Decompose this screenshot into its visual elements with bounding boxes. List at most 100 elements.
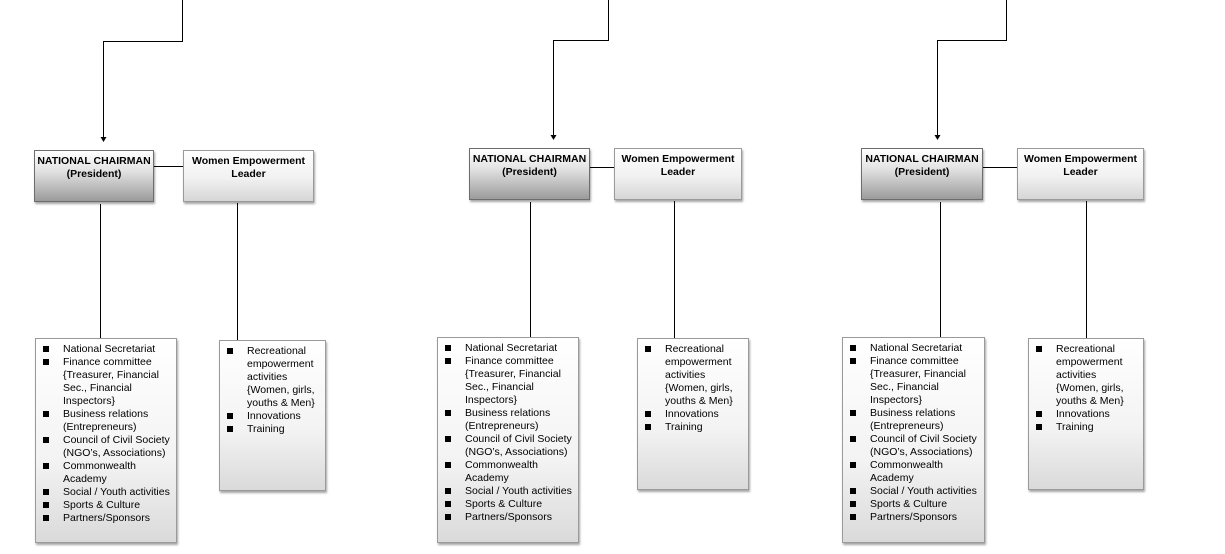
square-bullet-icon [445,358,451,364]
title-line: NATIONAL CHAIRMAN [37,155,151,167]
square-bullet-icon [850,488,856,494]
square-bullet-icon [850,358,856,364]
square-bullet-icon [445,410,451,416]
square-bullet-icon [1036,346,1042,352]
title-line: Women Empowerment [621,153,735,165]
list-item: Innovations [645,408,745,421]
square-bullet-icon [850,462,856,468]
list-item: Sports & Culture [850,498,981,511]
list-item-text: Partners/Sponsors [63,512,150,524]
list-item-text: Sports & Culture [63,499,141,511]
title-line: NATIONAL CHAIRMAN [472,153,587,165]
list-item: Partners/Sponsors [445,511,575,524]
leader-responsibilities-list: Recreational empowerment activities {Wom… [645,343,745,434]
chairman-responsibilities-list: National Secretariat Finance committee {… [445,342,575,524]
list-item: Recreational empowerment activities {Wom… [1036,343,1140,408]
list-item-text: Finance committee {Treasurer, Financial … [63,356,159,407]
leader-responsibilities-box: Recreational empowerment activities {Wom… [219,340,326,491]
list-item: Commonwealth Academy [445,459,575,485]
national-chairman-box: NATIONAL CHAIRMAN (President) [469,148,590,200]
box-title: NATIONAL CHAIRMAN (President) [862,153,982,179]
square-bullet-icon [43,489,49,495]
list-item: Partners/Sponsors [43,512,173,525]
square-bullet-icon [445,436,451,442]
incoming-connector [553,0,609,137]
list-item-text: Business relations (Entrepreneurs) [465,407,551,432]
square-bullet-icon [445,462,451,468]
square-bullet-icon [645,411,651,417]
box-title: Women Empowerment Leader [615,153,741,179]
leader-responsibilities-list: Recreational empowerment activities {Wom… [1036,343,1140,434]
list-item: Sports & Culture [445,498,575,511]
square-bullet-icon [43,502,49,508]
square-bullet-icon [227,426,233,432]
list-item-text: Council of Civil Society (NGO’s, Associa… [870,433,977,458]
list-item: Training [227,423,322,436]
women-empowerment-leader-box: Women Empowerment Leader [183,150,314,202]
list-item: Social / Youth activities [850,485,981,498]
square-bullet-icon [445,488,451,494]
list-item: Partners/Sponsors [850,511,981,524]
list-item: Council of Civil Society (NGO’s, Associa… [850,433,981,459]
chairman-responsibilities-list: National Secretariat Finance committee {… [43,343,173,525]
chairman-responsibilities-list: National Secretariat Finance committee {… [850,342,981,524]
square-bullet-icon [850,345,856,351]
list-item: Commonwealth Academy [850,459,981,485]
list-item-text: Partners/Sponsors [465,511,552,523]
list-item-text: National Secretariat [870,342,963,354]
box-title: Women Empowerment Leader [184,155,313,181]
list-item: Recreational empowerment activities {Wom… [645,343,745,408]
list-item: Recreational empowerment activities {Wom… [227,345,322,410]
list-item-text: Business relations (Entrepreneurs) [63,408,149,433]
list-item: Social / Youth activities [445,485,575,498]
list-item-text: Social / Youth activities [465,485,572,497]
list-item-text: Council of Civil Society (NGO’s, Associa… [465,433,572,458]
title-line: (President) [502,166,557,178]
list-item-text: Social / Youth activities [63,486,170,498]
list-item: National Secretariat [445,342,575,355]
list-item-text: Social / Youth activities [870,485,977,497]
list-item: Business relations (Entrepreneurs) [445,407,575,433]
square-bullet-icon [43,463,49,469]
square-bullet-icon [1036,411,1042,417]
list-item-text: Sports & Culture [465,498,543,510]
list-item: National Secretariat [850,342,981,355]
square-bullet-icon [43,359,49,365]
square-bullet-icon [645,346,651,352]
national-chairman-box: NATIONAL CHAIRMAN (President) [34,150,154,202]
list-item-text: Innovations [665,408,719,420]
list-item: Sports & Culture [43,499,173,512]
leader-responsibilities-box: Recreational empowerment activities {Wom… [1028,338,1144,490]
list-item: Council of Civil Society (NGO’s, Associa… [43,434,173,460]
list-item-text: Training [1056,421,1094,433]
square-bullet-icon [43,346,49,352]
arrow-head [550,135,557,140]
list-item-text: Recreational empowerment activities {Wom… [665,343,733,407]
square-bullet-icon [445,501,451,507]
title-line: Leader [660,166,696,178]
square-bullet-icon [850,501,856,507]
square-bullet-icon [43,515,49,521]
list-item-text: Recreational empowerment activities {Wom… [247,345,315,409]
list-item-text: Business relations (Entrepreneurs) [870,407,956,432]
list-item: Social / Youth activities [43,486,173,499]
list-item-text: Innovations [247,410,301,422]
arrow-head [934,135,941,140]
square-bullet-icon [1036,424,1042,430]
title-line: Leader [1063,166,1098,178]
square-bullet-icon [227,413,233,419]
title-line: (President) [66,168,122,180]
square-bullet-icon [445,514,451,520]
list-item-text: Finance committee {Treasurer, Financial … [465,355,561,406]
list-item: Finance committee {Treasurer, Financial … [43,356,173,408]
list-item: Business relations (Entrepreneurs) [850,407,981,433]
women-empowerment-leader-box: Women Empowerment Leader [614,148,742,200]
list-item: Training [645,421,745,434]
square-bullet-icon [43,437,49,443]
title-line: (President) [894,166,950,178]
list-item-text: Innovations [1056,408,1110,420]
square-bullet-icon [227,348,233,354]
list-item-text: Partners/Sponsors [870,511,957,523]
list-item: Council of Civil Society (NGO’s, Associa… [445,433,575,459]
